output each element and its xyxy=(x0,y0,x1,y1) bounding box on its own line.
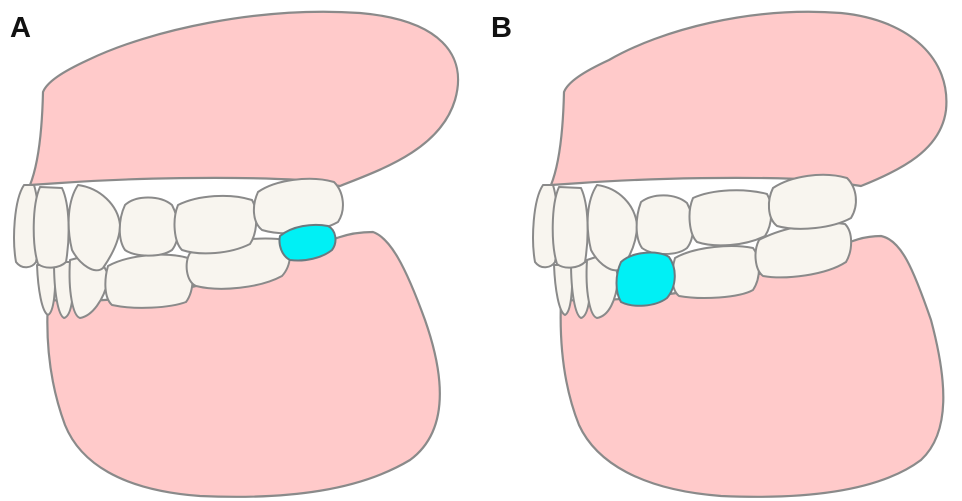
jaw-illustration-a xyxy=(0,0,481,501)
upper-premolar-2 xyxy=(175,196,257,254)
lower-incisor-1 xyxy=(554,265,572,315)
lower-molar-1 xyxy=(672,246,759,298)
upper-molar-1 xyxy=(769,175,856,229)
upper-premolar-1 xyxy=(637,195,693,254)
jaw-illustration-b xyxy=(481,0,962,501)
upper-incisor-2 xyxy=(34,187,69,268)
upper-canine xyxy=(69,185,120,270)
lower-incisor-1 xyxy=(37,265,55,315)
upper-premolar-2 xyxy=(690,190,772,245)
lower-premolar-1 xyxy=(105,255,192,308)
upper-premolar-1 xyxy=(120,198,178,256)
diagram-panel-b: B xyxy=(481,0,962,501)
upper-incisor-2 xyxy=(553,187,588,268)
upper-molar-1 xyxy=(254,179,343,233)
diagram-panel-a: A xyxy=(0,0,481,501)
upper-gum xyxy=(30,12,458,186)
upper-gum xyxy=(551,12,946,186)
highlighted-lower-premolar xyxy=(617,253,675,306)
